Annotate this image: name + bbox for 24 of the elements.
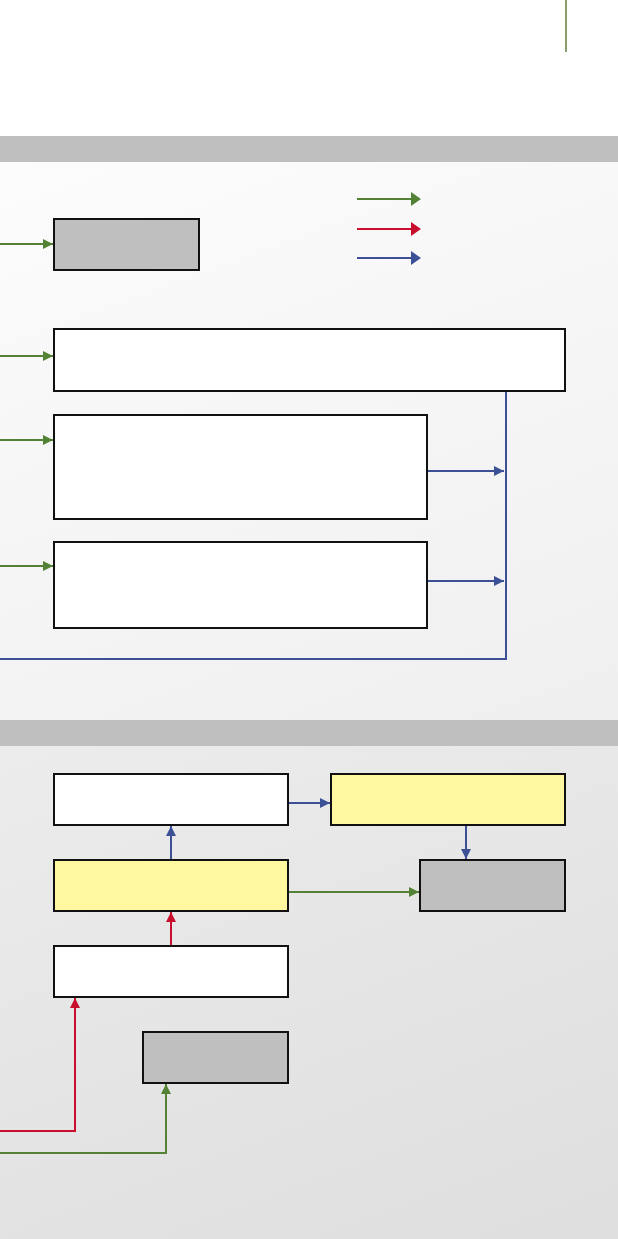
arrow — [461, 825, 471, 860]
arrow — [166, 825, 176, 860]
arrow — [288, 798, 331, 808]
arrow — [427, 576, 505, 586]
arrow — [288, 887, 420, 897]
arrow — [166, 911, 176, 946]
process-box — [53, 859, 289, 912]
arrow — [427, 466, 505, 476]
process-box — [53, 414, 428, 520]
connector-line — [0, 391, 507, 660]
arrow — [0, 561, 54, 571]
process-box — [330, 773, 566, 826]
process-box — [53, 328, 566, 392]
process-box — [53, 218, 200, 271]
process-box — [419, 859, 566, 912]
arrow — [0, 1083, 171, 1154]
arrow — [0, 997, 80, 1132]
process-box — [53, 945, 289, 998]
process-box — [53, 773, 289, 826]
process-box — [53, 541, 428, 629]
arrow — [0, 435, 54, 445]
arrow — [0, 239, 54, 249]
arrow — [0, 351, 54, 361]
process-box — [142, 1031, 289, 1084]
